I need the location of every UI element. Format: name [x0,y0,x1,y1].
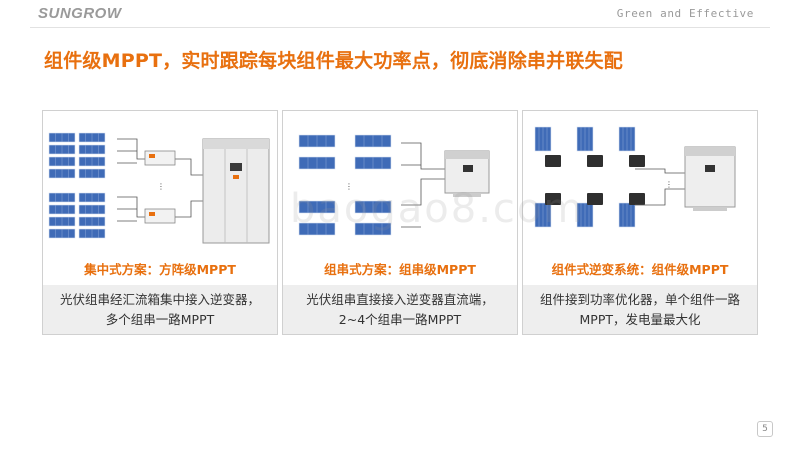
power-optimizer-icon [545,155,561,167]
power-optimizer-icon [629,193,645,205]
power-optimizer-icon [629,155,645,167]
card-module-level: ⋮ 组件式逆变系统：组件级MPPT 组件接到功率优化器，单个组件一路 MPPT，… [522,110,758,335]
tagline: Green and Effective [616,7,754,20]
power-optimizer-icon [587,193,603,205]
page-number: 5 [757,421,773,437]
centralized-diagram-image: ⋮ [48,132,270,244]
card-string: ⋮ 组串式方案：组串级MPPT 光伏组串直接接入逆变器直流端， 2~4个组串一路… [282,110,518,335]
svg-text:⋮: ⋮ [665,180,673,189]
power-optimizer-icon [587,155,603,167]
central-inverter-icon [202,138,270,244]
card-caption: 组串式方案：组串级MPPT [324,262,476,277]
combiner-box-2-icon [144,208,176,224]
module-level-diagram-image: ⋮ [534,126,736,228]
header-divider [30,27,770,28]
page-title: 组件级MPPT，实时跟踪每块组件最大功率点，彻底消除串并联失配 [44,50,623,72]
card-description: 光伏组串经汇流箱集中接入逆变器， 多个组串一路MPPT [43,285,277,334]
card-caption: 集中式方案：方阵级MPPT [84,262,236,277]
power-optimizer-icon [545,193,561,205]
svg-text:⋮: ⋮ [157,182,165,191]
sungrow-logo: SUNGROW [38,5,122,22]
string-diagram-image: ⋮ [298,134,490,236]
string-inverter-icon [444,150,490,197]
combiner-box-1-icon [144,150,176,166]
svg-text:⋮: ⋮ [345,182,353,191]
module-inverter-icon [684,146,736,211]
header: SUNGROW Green and Effective [0,0,800,28]
card-centralized: ⋮ 集中式方案：方阵级MPPT 光伏组串经汇流箱集中接入逆变器， 多个组串一路M… [42,110,278,335]
card-caption: 组件式逆变系统：组件级MPPT [551,262,729,277]
card-description: 光伏组串直接接入逆变器直流端， 2~4个组串一路MPPT [283,285,517,334]
card-description: 组件接到功率优化器，单个组件一路 MPPT，发电量最大化 [523,285,757,334]
